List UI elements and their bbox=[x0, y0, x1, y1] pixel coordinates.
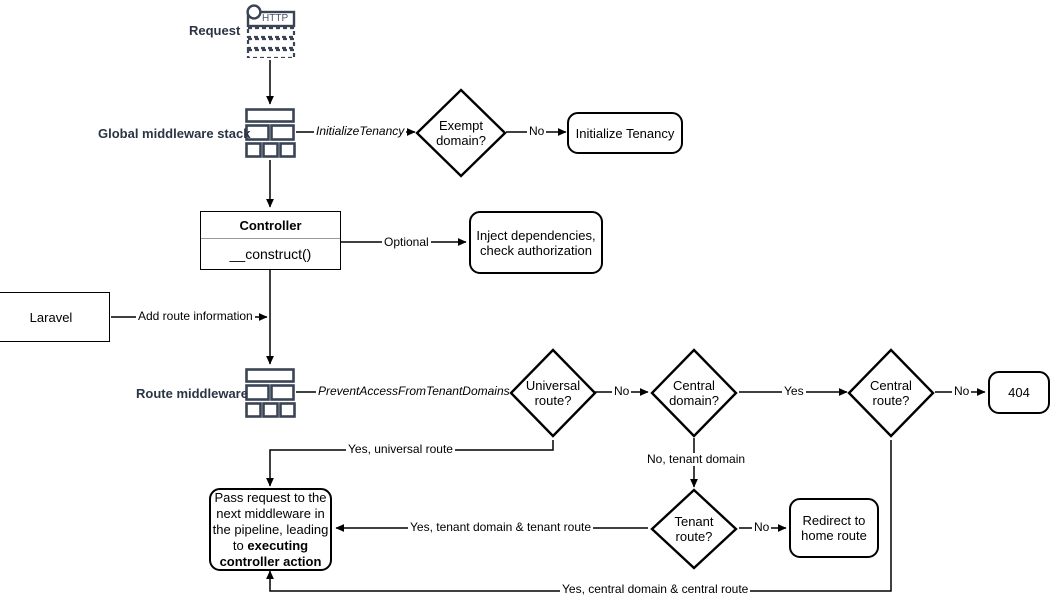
edge-label-optional: Optional bbox=[382, 235, 431, 249]
decision-exempt-domain[interactable]: Exempt domain? bbox=[415, 88, 507, 178]
node-pass-request[interactable]: Pass request to the next middleware in t… bbox=[209, 488, 332, 571]
edge-label-yes-central-domain-central-route: Yes, central domain & central route bbox=[560, 582, 751, 596]
route-middleware-icon bbox=[245, 368, 297, 418]
decision-central-domain[interactable]: Central domain? bbox=[650, 348, 738, 438]
node-initialize-tenancy[interactable]: Initialize Tenancy bbox=[567, 112, 683, 154]
http-request-icon: HTTP bbox=[246, 4, 296, 60]
decision-central-domain-line2: domain? bbox=[669, 393, 719, 408]
node-pass-request-line4: to bbox=[232, 537, 248, 553]
node-redirect-home-route-line2: home route bbox=[801, 528, 867, 543]
node-pass-request-bold1: executing bbox=[247, 537, 309, 553]
node-redirect-home-route[interactable]: Redirect to home route bbox=[789, 498, 879, 558]
edge-label-central-route-no: No bbox=[952, 384, 972, 398]
decision-central-route[interactable]: Central route? bbox=[847, 348, 935, 438]
node-laravel[interactable]: Laravel bbox=[0, 292, 110, 342]
node-pass-request-bold2: controller action bbox=[219, 553, 322, 569]
edge-label-tenant-route-no: No bbox=[752, 520, 772, 534]
global-middleware-stack-icon bbox=[245, 108, 297, 158]
node-controller-method: __construct() bbox=[229, 246, 312, 262]
decision-central-route-line1: Central bbox=[870, 378, 912, 393]
node-404[interactable]: 404 bbox=[988, 371, 1050, 414]
edge-label-yes-tenant-domain-tenant-route: Yes, tenant domain & tenant route bbox=[408, 520, 594, 534]
decision-exempt-domain-line2: domain? bbox=[436, 133, 486, 148]
decision-tenant-route[interactable]: Tenant route? bbox=[650, 488, 738, 570]
decision-central-route-line2: route? bbox=[872, 393, 910, 408]
decision-central-domain-line1: Central bbox=[673, 378, 715, 393]
decision-universal-route-line2: route? bbox=[534, 393, 572, 408]
decision-tenant-route-line1: Tenant bbox=[674, 514, 714, 529]
decision-exempt-domain-line1: Exempt bbox=[438, 118, 484, 133]
edge-label-initialize-tenancy: InitializeTenancy bbox=[314, 124, 407, 138]
edge-label-exempt-no: No bbox=[527, 124, 547, 138]
node-controller-header: Controller bbox=[201, 212, 340, 239]
node-pass-request-line1: Pass request to the bbox=[214, 489, 327, 505]
http-badge-label: HTTP bbox=[262, 13, 289, 24]
edge-label-universal-no: No bbox=[612, 384, 632, 398]
node-inject-dependencies-line1: Inject dependencies, bbox=[476, 227, 596, 243]
node-pass-request-line2: next middleware in bbox=[216, 505, 325, 521]
node-pass-request-line3: the pipeline, leading bbox=[212, 521, 329, 537]
decision-universal-route[interactable]: Universal route? bbox=[509, 348, 597, 438]
edge-label-add-route-information: Add route information bbox=[136, 309, 255, 323]
edge-label-no-tenant-domain: No, tenant domain bbox=[645, 452, 748, 466]
request-label: Request bbox=[189, 23, 241, 38]
edge-label-central-domain-yes: Yes bbox=[782, 384, 806, 398]
route-middleware-label: Route middleware bbox=[136, 386, 248, 401]
decision-universal-route-line1: Universal bbox=[525, 378, 581, 393]
node-controller[interactable]: Controller __construct() bbox=[200, 211, 341, 270]
node-initialize-tenancy-label: Initialize Tenancy bbox=[575, 125, 675, 141]
global-middleware-stack-label: Global middleware stack bbox=[98, 126, 251, 141]
edge-label-prevent-access: PreventAccessFromTenantDomains bbox=[316, 384, 512, 398]
node-laravel-label: Laravel bbox=[29, 309, 73, 325]
edge-label-yes-universal-route: Yes, universal route bbox=[346, 442, 455, 456]
node-404-label: 404 bbox=[1008, 385, 1030, 400]
node-redirect-home-route-line1: Redirect to bbox=[802, 513, 866, 528]
node-inject-dependencies[interactable]: Inject dependencies, check authorization bbox=[469, 211, 603, 274]
decision-tenant-route-line2: route? bbox=[675, 529, 713, 544]
node-inject-dependencies-line2: check authorization bbox=[479, 242, 592, 258]
